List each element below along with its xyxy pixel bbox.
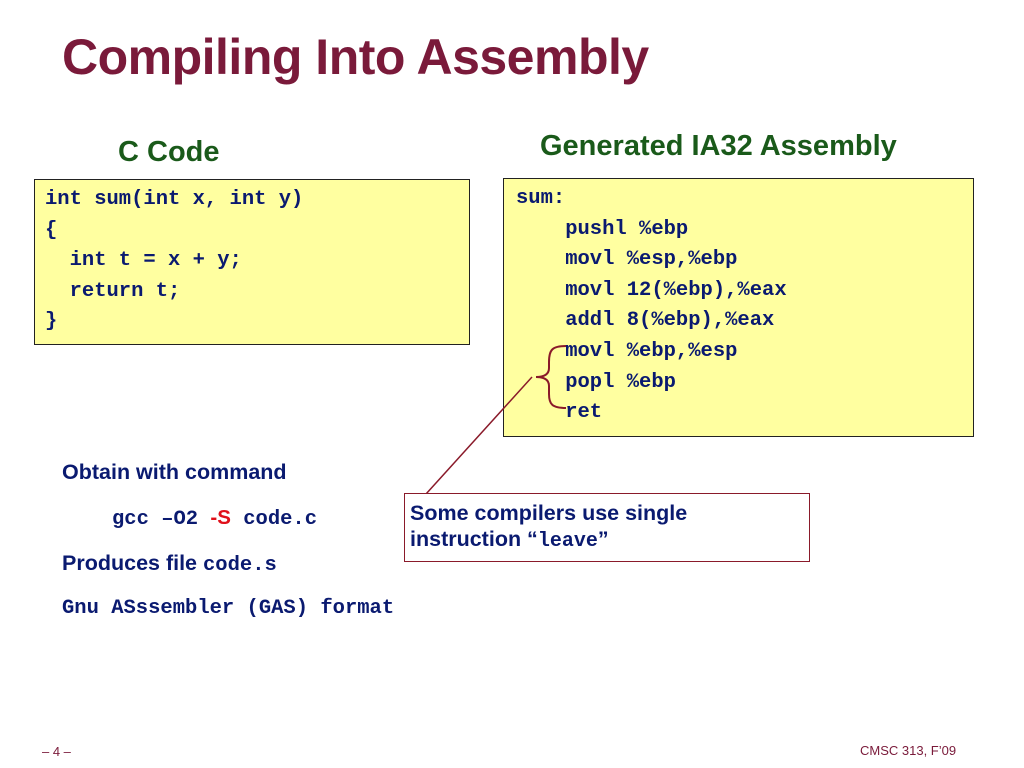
asm-code-line: movl %esp,%ebp bbox=[516, 248, 738, 272]
asm-code-line: movl %ebp,%esp bbox=[516, 339, 738, 363]
asm-code-line: addl 8(%ebp),%eax bbox=[516, 309, 775, 333]
gcc-command: gcc –O2 -S code.c bbox=[112, 506, 317, 531]
callout-leave-code: leave bbox=[537, 530, 598, 553]
assembly-code-box: sum: pushl %ebp movl %esp,%ebp movl 12(%… bbox=[503, 178, 974, 437]
c-code-line: return t; bbox=[45, 279, 181, 303]
c-code-line: } bbox=[45, 310, 58, 334]
c-code-line: int sum(int x, int y) bbox=[45, 188, 304, 211]
gcc-command-prefix: gcc –O2 bbox=[112, 508, 211, 531]
c-code-box: int sum(int x, int y) { int t = x + y; r… bbox=[34, 179, 470, 345]
asm-code-line: ret bbox=[516, 401, 603, 425]
asm-code-line: popl %ebp bbox=[516, 370, 676, 394]
produces-file-line: Produces file code.s bbox=[62, 551, 277, 577]
obtain-command-label: Obtain with command bbox=[62, 460, 287, 484]
assembly-heading: Generated IA32 Assembly bbox=[540, 130, 897, 162]
produces-file-label: Produces file bbox=[62, 551, 203, 575]
slide-title: Compiling Into Assembly bbox=[62, 29, 649, 85]
asm-code-line: pushl %ebp bbox=[516, 217, 689, 241]
leave-instruction-callout: Some compilers use single instruction “l… bbox=[404, 493, 810, 562]
gcc-s-flag: -S bbox=[210, 506, 231, 529]
callout-line-2-prefix: instruction “ bbox=[410, 527, 538, 551]
gas-format-line: Gnu ASssembler (GAS) format bbox=[62, 597, 395, 620]
gcc-command-suffix: code.c bbox=[230, 508, 318, 531]
callout-line-2-suffix: ” bbox=[597, 527, 609, 551]
page-number: – 4 – bbox=[42, 744, 71, 759]
course-label: CMSC 313, F’09 bbox=[860, 743, 957, 758]
c-code-heading: C Code bbox=[118, 136, 220, 168]
produces-file-name: code.s bbox=[203, 554, 277, 577]
c-code-line: int t = x + y; bbox=[45, 249, 242, 273]
c-code-line: { bbox=[45, 218, 58, 242]
asm-code-line: movl 12(%ebp),%eax bbox=[516, 278, 787, 302]
callout-line-1: Some compilers use single bbox=[410, 501, 688, 525]
asm-code-line: sum: bbox=[516, 187, 566, 210]
